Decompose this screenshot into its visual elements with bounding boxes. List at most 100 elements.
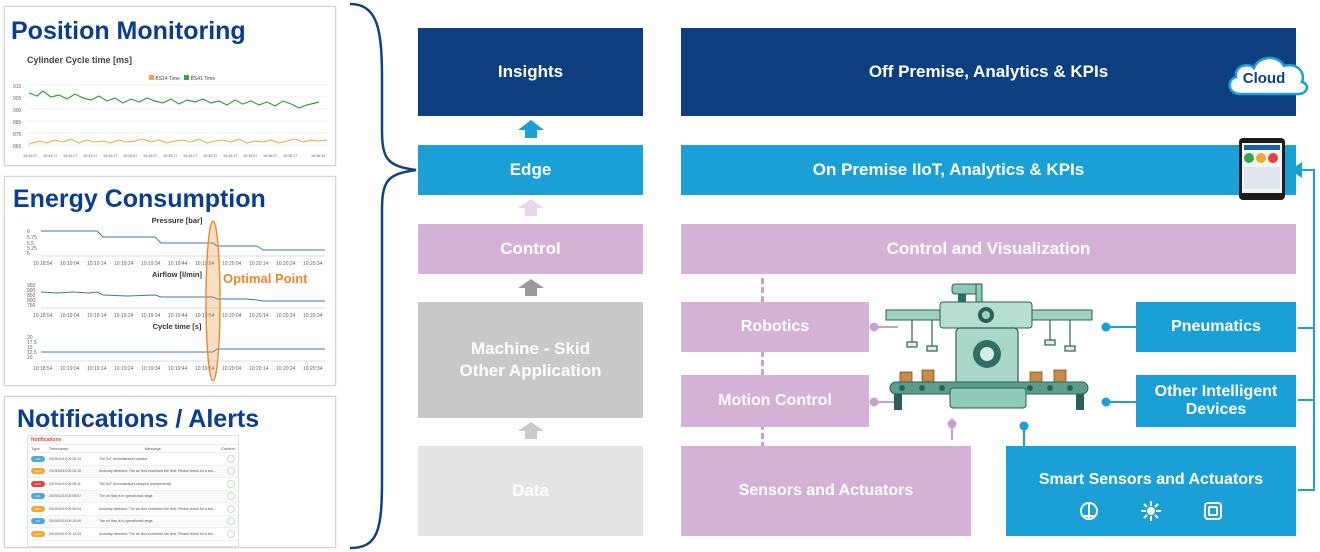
- header-confirm: Confirm: [221, 446, 236, 451]
- other-application-label: Other Application: [459, 361, 602, 380]
- notification-type-badge: info: [31, 455, 45, 462]
- blue-connectors: [1019, 322, 1136, 448]
- energy-xtick: 10:19:24: [114, 313, 134, 319]
- confirm-check-icon[interactable]: [227, 492, 235, 501]
- factory-machine-icon: [885, 283, 1093, 410]
- energy-xtick: 10:19:14: [87, 261, 107, 267]
- arrow-stem: [525, 130, 537, 138]
- notification-message: The air flow is in operational range.: [99, 519, 154, 524]
- pos-xtick: 16:36:34: [311, 154, 325, 158]
- energy-xtick: 10:18:54: [33, 366, 53, 372]
- energy-xtick: 10:20:14: [249, 261, 269, 267]
- header-message: Message: [144, 446, 161, 451]
- machine-skid-box: Machine - Skid Other Application: [418, 302, 643, 418]
- confirm-check-icon[interactable]: [227, 517, 235, 526]
- pos-xtick: 16:36:17: [283, 154, 297, 158]
- cloud-shape: [1228, 56, 1309, 96]
- energy-xtick: 10:20:24: [276, 261, 296, 267]
- notification-timestamp: 2019/02/15 00:04:15: [49, 469, 82, 474]
- insights-box: Insights: [418, 28, 643, 116]
- control-box: Control: [418, 224, 643, 274]
- header-type: Type: [31, 446, 40, 451]
- notification-timestamp: 2019/02/15 00:05:11: [49, 481, 81, 486]
- pos-xtick: 16:35:37: [203, 154, 217, 158]
- pos-xtick: 16:35:47: [223, 154, 237, 158]
- notifications-header-row: Type Timestamp Message Confirm: [28, 445, 238, 453]
- notification-type-badge: warn: [31, 530, 45, 537]
- cloud-icon: Cloud: [1222, 50, 1312, 98]
- notification-message: Anomaly detected: The air flow exceeded …: [99, 506, 217, 511]
- control-label: Control: [500, 239, 561, 258]
- cylinder-cycle-chart: 910 905 900 885 875 860 16:34:07 16:34:1…: [13, 84, 328, 158]
- energy-xtick: 10:19:04: [60, 366, 80, 372]
- pos-xtick: 16:36:07: [263, 154, 277, 158]
- energy-xtick: 10:19:04: [60, 313, 80, 319]
- pressure-ytick: 5.5: [27, 241, 34, 247]
- insights-label: Insights: [497, 62, 564, 81]
- pressure-ytick: 5.75: [27, 235, 37, 241]
- energy-xtick: 10:20:04: [222, 313, 242, 319]
- energy-xtick: 10:19:34: [141, 366, 161, 372]
- airflow-chart-title: Airflow [l/min]: [152, 270, 202, 279]
- cycle-chart-title: Cycle time [s]: [153, 322, 202, 331]
- notification-timestamp: 2019/02/15 00:14:03: [49, 531, 82, 536]
- arrow-stem: [525, 288, 537, 296]
- dashed-connector: [761, 278, 764, 448]
- notifications-table-title: Notifications: [28, 436, 238, 445]
- wifi-icon: [1204, 502, 1222, 520]
- arrow-edge-to-insights: [518, 120, 544, 130]
- pos-ytick: 885: [13, 120, 22, 126]
- energy-xtick: 10:19:04: [60, 261, 80, 267]
- pos-ytick: 875: [13, 132, 22, 138]
- control-visualization-box: Control and Visualization: [681, 224, 1296, 274]
- cycle-ytick: 12.5: [27, 350, 37, 356]
- network-icon: [1141, 501, 1161, 521]
- pressure-chart-title: Pressure [bar]: [152, 216, 203, 225]
- feedback-connector: [1290, 162, 1315, 491]
- pos-xtick: 16:35:07: [143, 154, 157, 158]
- energy-xtick: 10:19:54: [195, 313, 215, 319]
- pneumatics-box: Pneumatics: [1136, 302, 1296, 352]
- data-box: Data: [418, 446, 643, 536]
- energy-xtick: 10:20:34: [303, 313, 323, 319]
- lavender-connectors: [869, 322, 957, 440]
- airflow-ytick: 900: [27, 288, 36, 294]
- smart-sensors-box: Smart Sensors and Actuators: [1006, 446, 1296, 536]
- energy-xtick: 10:20:24: [276, 313, 296, 319]
- confirm-check-icon[interactable]: [227, 479, 235, 488]
- confirm-check-icon[interactable]: [227, 454, 235, 463]
- pos-xtick: 16:34:17: [43, 154, 57, 158]
- pressure-ytick: 6: [27, 229, 30, 235]
- energy-xtick: 10:19:34: [141, 261, 161, 267]
- edge-label: Edge: [509, 160, 552, 179]
- arrow-machine-to-control: [518, 279, 544, 288]
- energy-xtick: 10:19:44: [168, 261, 188, 267]
- notifications-table: Notifications Type Timestamp Message Con…: [27, 435, 239, 547]
- pos-xtick: 16:35:17: [163, 154, 177, 158]
- energy-xtick: 10:19:24: [114, 261, 134, 267]
- notification-message: The IIoT demonstrators started.: [99, 456, 148, 461]
- cycle-ytick: 10: [27, 355, 33, 361]
- position-monitoring-panel: Position Monitoring Cylinder Cycle time …: [4, 6, 336, 166]
- notification-message: The air flow is in operational range.: [99, 494, 154, 499]
- arrow-data-to-machine: [518, 422, 544, 431]
- energy-xtick: 10:19:44: [168, 313, 188, 319]
- confirm-check-icon[interactable]: [227, 529, 235, 538]
- arrow-stem: [525, 208, 537, 216]
- pneumatics-label: Pneumatics: [1171, 318, 1261, 335]
- confirm-check-icon[interactable]: [227, 467, 235, 476]
- energy-xtick: 10:20:14: [249, 366, 269, 372]
- header-timestamp: Timestamp: [48, 446, 69, 451]
- confirm-check-icon[interactable]: [227, 504, 235, 513]
- data-label: Data: [512, 481, 549, 500]
- legend-bs41: BS41 Time: [190, 76, 216, 82]
- cycle-ytick: 15: [27, 345, 33, 351]
- on-premise-label: On Premise IIoT, Analytics & KPIs: [812, 160, 1085, 179]
- pos-xtick: 16:34:27: [63, 154, 77, 158]
- arrow-stem: [525, 431, 537, 439]
- airflow-ytick: 850: [27, 293, 36, 299]
- notification-timestamp: 2019/02/15 00:09:04: [49, 506, 82, 511]
- tablet-icon: [1239, 138, 1285, 200]
